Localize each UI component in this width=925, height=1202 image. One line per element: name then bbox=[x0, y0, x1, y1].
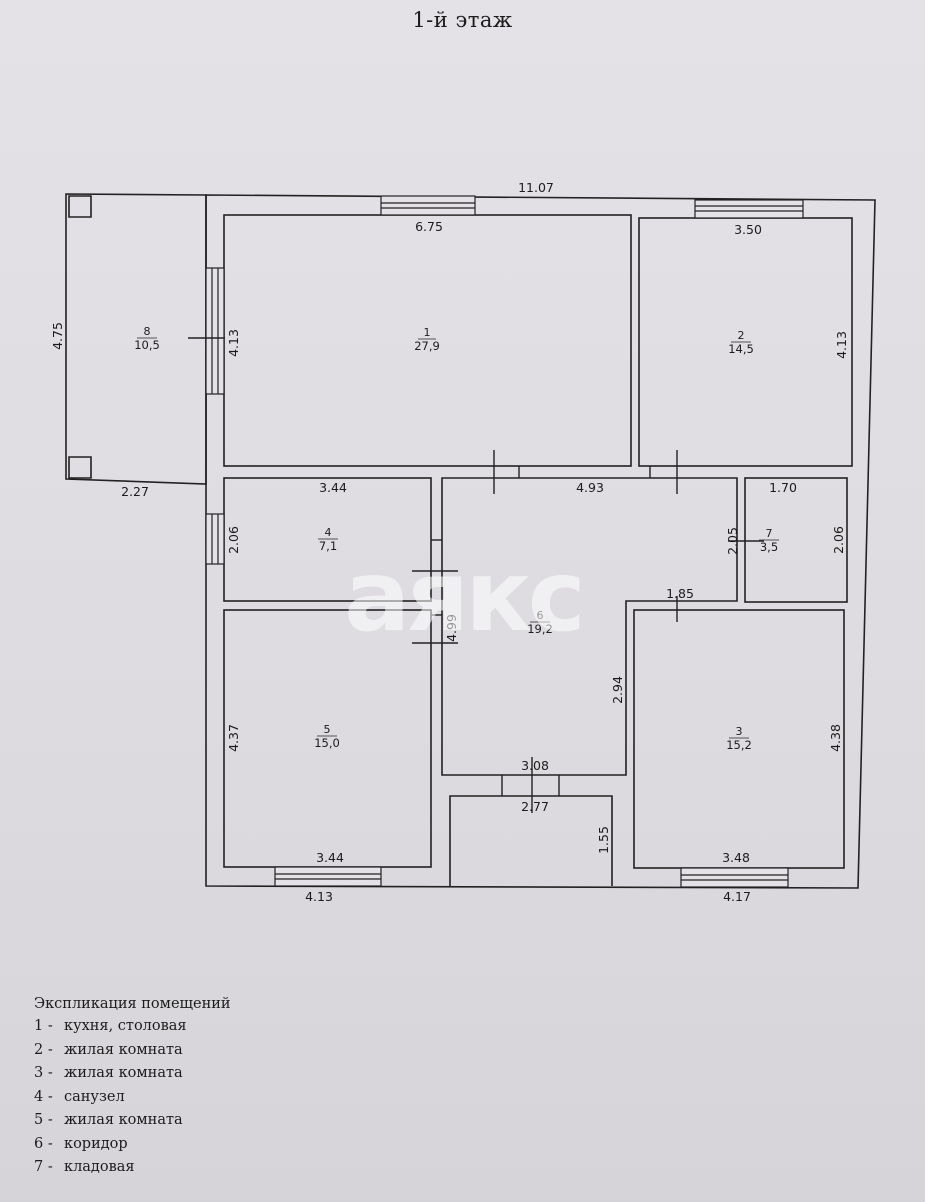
room-7-outline bbox=[744, 477, 848, 603]
svg-text:5: 5 bbox=[324, 723, 331, 736]
svg-text:7,1: 7,1 bbox=[319, 539, 337, 553]
legend-item: 3 - жилая комната bbox=[34, 1065, 231, 1089]
legend-item-name: кладовая bbox=[64, 1159, 135, 1175]
svg-text:8: 8 bbox=[144, 325, 151, 338]
door-room-2 bbox=[649, 450, 678, 494]
legend-title: Экспликация помещений bbox=[34, 996, 231, 1012]
legend-item-name: коридор bbox=[64, 1135, 128, 1152]
room-1-label: 1 27,9 bbox=[414, 326, 440, 353]
floor-plan-drawing: 1 27,9 2 14,5 3 15,2 4 7,1 5 15,0 6 19,2 bbox=[50, 180, 876, 904]
dim-room-1-width: 6.75 bbox=[415, 219, 443, 234]
svg-text:19,2: 19,2 bbox=[527, 622, 553, 636]
dim-room-4-width: 3.44 bbox=[319, 480, 347, 495]
window-room-3 bbox=[680, 867, 789, 888]
dim-room-3-width: 3.48 bbox=[722, 850, 750, 865]
room-5-label: 5 15,0 bbox=[314, 723, 340, 750]
legend-item-number: 6 - bbox=[34, 1135, 53, 1152]
dim-room-6-side: 2.05 bbox=[725, 527, 740, 555]
window-room-1 bbox=[380, 195, 476, 216]
svg-text:15,0: 15,0 bbox=[314, 736, 340, 750]
vestibule-outline bbox=[449, 795, 613, 886]
legend-item-number: 5 - bbox=[34, 1112, 53, 1128]
room-2-label: 2 14,5 bbox=[728, 329, 754, 356]
dim-room-4-height: 2.06 bbox=[226, 526, 241, 554]
door-vestibule bbox=[501, 757, 560, 813]
room-4-label: 4 7,1 bbox=[318, 526, 338, 553]
window-room-1-west bbox=[205, 267, 225, 395]
dim-room-3-top: 1.85 bbox=[666, 586, 694, 601]
room-6-outline bbox=[441, 477, 738, 776]
legend-item-name: жилая комната bbox=[64, 1065, 183, 1081]
dim-room-8-height: 4.75 bbox=[50, 322, 65, 350]
legend-item: 4 - санузел bbox=[34, 1089, 231, 1113]
dim-room-7-width: 1.70 bbox=[769, 480, 797, 495]
door-room-1 bbox=[493, 450, 520, 494]
dim-vestibule-width: 2.77 bbox=[521, 799, 549, 814]
dim-room-5-width: 3.44 bbox=[316, 850, 344, 865]
legend: Экспликация помещений 1 - кухня, столовая… bbox=[34, 996, 231, 1183]
legend-item-name: кухня, столовая bbox=[64, 1018, 187, 1034]
dim-vestibule-height: 1.55 bbox=[596, 826, 611, 854]
dim-room-3-height: 4.38 bbox=[828, 724, 843, 752]
room-8-outline bbox=[65, 193, 207, 485]
dim-room-6-width: 4.93 bbox=[576, 480, 604, 495]
legend-item: 6 - коридор bbox=[34, 1136, 231, 1160]
dim-room-8-width: 2.27 bbox=[121, 484, 149, 499]
legend-item: 5 - жилая комната bbox=[34, 1112, 231, 1136]
room-8-label: 8 10,5 bbox=[134, 325, 160, 352]
legend-item: 7 - кладовая bbox=[34, 1159, 231, 1183]
room-8-corner-post bbox=[68, 195, 92, 218]
door-room-5 bbox=[412, 614, 458, 644]
svg-text:4: 4 bbox=[325, 526, 332, 539]
legend-item-name: жилая комната bbox=[64, 1041, 183, 1058]
room-7-label: 7 3,5 bbox=[759, 527, 779, 554]
legend-item-number: 4 - bbox=[34, 1088, 53, 1105]
svg-text:27,9: 27,9 bbox=[414, 339, 440, 353]
legend-item-name: санузел bbox=[64, 1088, 125, 1105]
window-room-2 bbox=[694, 199, 804, 219]
room-6-label: 6 19,2 bbox=[527, 609, 553, 636]
svg-text:1: 1 bbox=[424, 326, 431, 339]
legend-item-number: 3 - bbox=[34, 1065, 53, 1081]
svg-text:10,5: 10,5 bbox=[134, 338, 160, 352]
dim-room-6-notch: 2.94 bbox=[610, 676, 625, 704]
door-room-4 bbox=[412, 539, 458, 572]
watermark-logo: аякс bbox=[344, 540, 582, 654]
room-8-corner-post bbox=[68, 456, 92, 479]
svg-text:2: 2 bbox=[738, 329, 745, 342]
legend-item-number: 2 - bbox=[34, 1041, 53, 1058]
legend-item: 2 - жилая комната bbox=[34, 1042, 231, 1066]
dim-overall-width: 11.07 bbox=[518, 180, 554, 195]
room-3-label: 3 15,2 bbox=[726, 725, 752, 752]
svg-text:3: 3 bbox=[736, 725, 743, 738]
window-room-4 bbox=[205, 513, 225, 565]
svg-text:14,5: 14,5 bbox=[728, 342, 754, 356]
dim-room-6-height: 4.99 bbox=[444, 614, 459, 642]
legend-item-name: жилая комната bbox=[64, 1112, 183, 1128]
svg-text:6: 6 bbox=[537, 609, 544, 622]
dim-bottom-right: 4.17 bbox=[723, 889, 751, 904]
dim-bottom-left: 4.13 bbox=[305, 889, 333, 904]
svg-text:15,2: 15,2 bbox=[726, 738, 752, 752]
dim-room-1-height: 4.13 bbox=[226, 329, 241, 357]
dim-room-5-height: 4.37 bbox=[226, 724, 241, 752]
dim-room-2-height: 4.13 bbox=[834, 331, 849, 359]
dim-room-6-bottom: 3.08 bbox=[521, 758, 549, 773]
legend-item: 1 - кухня, столовая bbox=[34, 1018, 231, 1042]
svg-text:7: 7 bbox=[766, 527, 773, 540]
outer-wall bbox=[205, 194, 876, 889]
window-room-5 bbox=[274, 866, 382, 887]
dim-room-7-height: 2.06 bbox=[831, 526, 846, 554]
legend-item-number: 7 - bbox=[34, 1159, 53, 1175]
floor-title: 1-й этаж bbox=[412, 8, 513, 32]
dim-room-2-width: 3.50 bbox=[734, 222, 762, 237]
svg-text:3,5: 3,5 bbox=[760, 540, 778, 554]
legend-item-number: 1 - bbox=[34, 1018, 53, 1034]
